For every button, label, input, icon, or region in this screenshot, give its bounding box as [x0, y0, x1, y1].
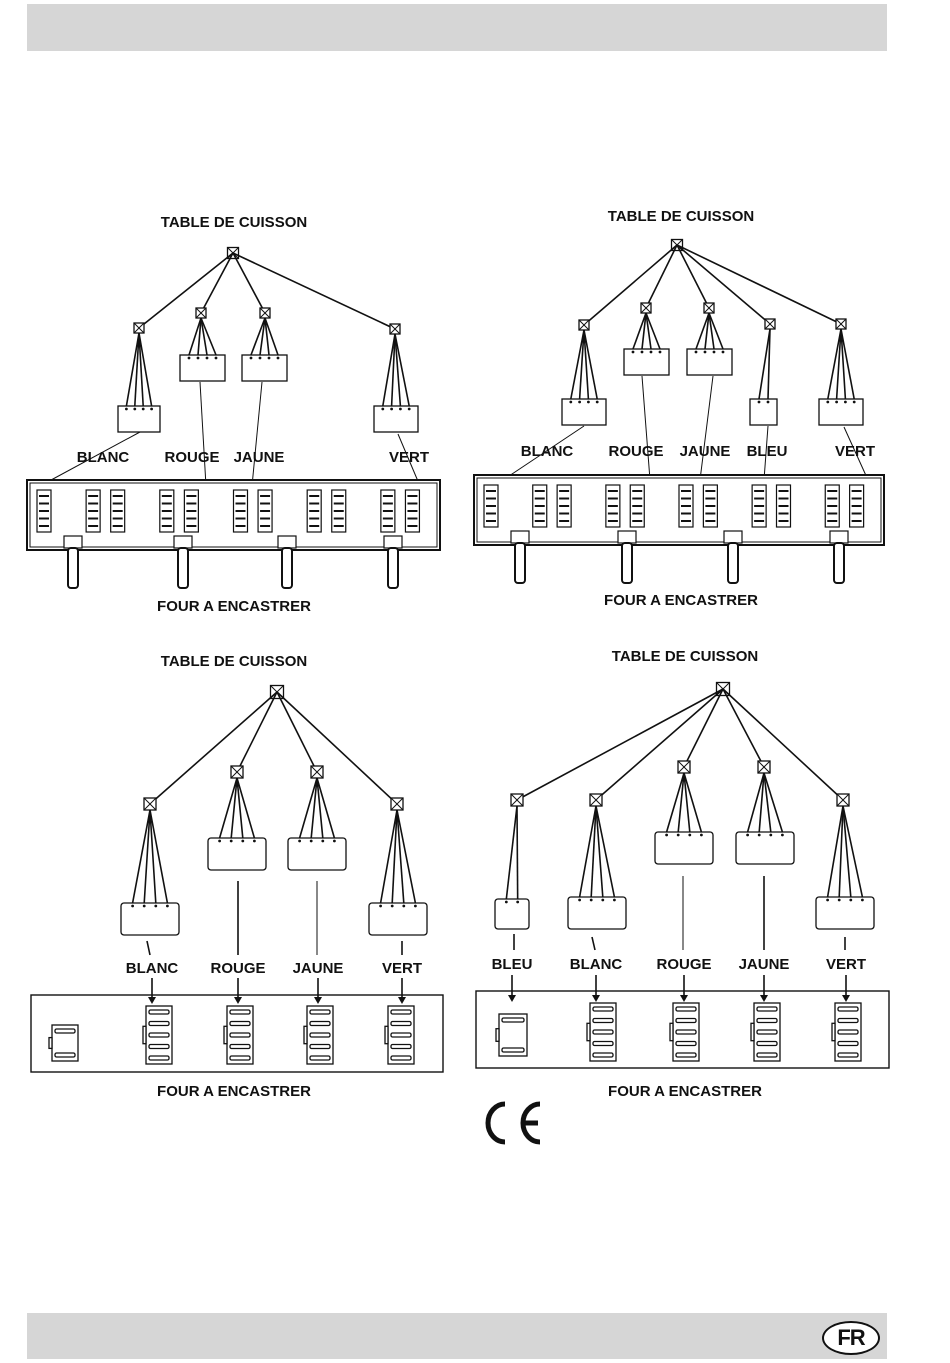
terminal-1: [143, 1006, 172, 1064]
connector-vert: [816, 897, 874, 929]
sub-junction-4: [758, 761, 770, 773]
terminal-3: [304, 1006, 333, 1064]
sub-junction-1: [134, 323, 144, 333]
oven-terminal-board: [474, 475, 884, 583]
sub-junction-5: [837, 794, 849, 806]
connector-blanc: [121, 903, 179, 935]
terminal-1: [587, 1003, 616, 1061]
terminal-3: [751, 1003, 780, 1061]
wire-label-vert: VERT: [835, 443, 875, 460]
wire-label-rouge: ROUGE: [210, 960, 265, 977]
bottom-label: FOUR A ENCASTRER: [608, 1083, 762, 1100]
wire-label-blanc: BLANC: [126, 960, 179, 977]
top-label: TABLE DE CUISSON: [161, 653, 307, 670]
top-label: TABLE DE CUISSON: [608, 208, 754, 225]
diagram-1: TABLE DE CUISSON BLANC ROUGE JAUNE VERT FOUR …: [27, 214, 440, 615]
connector-jaune: [242, 355, 287, 381]
sub-junction-3: [311, 766, 323, 778]
wire-label-jaune: JAUNE: [293, 960, 344, 977]
connector-bleu: [495, 899, 529, 929]
connector-rouge: [655, 832, 713, 864]
terminal-2: [670, 1003, 699, 1061]
connector-vert: [819, 399, 863, 425]
terminal-2: [224, 1006, 253, 1064]
diagram-3: TABLE DE CUISSON BLANC ROUGE JAUNE VERT FOUR …: [31, 653, 443, 1100]
wire-label-vert: VERT: [389, 449, 429, 466]
sub-junction-1: [579, 320, 589, 330]
sub-junction-4: [765, 319, 775, 329]
wire-label-vert: VERT: [382, 960, 422, 977]
wire-label-blanc: BLANC: [570, 956, 623, 973]
diagram-4: TABLE DE CUISSON BLEU BLANC ROUGE JAUNE VERT F…: [476, 648, 889, 1100]
wire-label-blanc: BLANC: [77, 449, 130, 466]
terminal-4: [385, 1006, 414, 1064]
wire-label-vert: VERT: [826, 956, 866, 973]
wire-label-rouge: ROUGE: [608, 443, 663, 460]
sub-junction-2: [231, 766, 243, 778]
wire-label-rouge: ROUGE: [656, 956, 711, 973]
sub-junction-4: [390, 324, 400, 334]
terminal-small: [49, 1025, 78, 1061]
oven-terminal-board: [27, 480, 440, 588]
wire-label-jaune: JAUNE: [234, 449, 285, 466]
connector-jaune: [288, 838, 346, 870]
bottom-label: FOUR A ENCASTRER: [157, 598, 311, 615]
diagram-2: TABLE DE CUISSON BLANC ROUGE JAUNE BLEU VERT F…: [474, 208, 884, 609]
connector-vert: [374, 406, 418, 432]
ce-mark: [488, 1104, 540, 1142]
connector-jaune: [736, 832, 794, 864]
connector-jaune: [687, 349, 732, 375]
connector-blanc: [118, 406, 160, 432]
connector-blanc: [562, 399, 606, 425]
connector-vert: [369, 903, 427, 935]
sub-junction-3: [678, 761, 690, 773]
top-label: TABLE DE CUISSON: [612, 648, 758, 665]
sub-junction-2: [196, 308, 206, 318]
top-label: TABLE DE CUISSON: [161, 214, 307, 231]
wire-label-bleu: BLEU: [492, 956, 533, 973]
connector-blanc: [568, 897, 626, 929]
sub-junction-3: [704, 303, 714, 313]
connector-rouge: [624, 349, 669, 375]
wire-label-jaune: JAUNE: [680, 443, 731, 460]
wire-label-jaune: JAUNE: [739, 956, 790, 973]
wire-label-rouge: ROUGE: [164, 449, 219, 466]
connector-bleu: [750, 399, 777, 425]
wire-label-blanc: BLANC: [521, 443, 574, 460]
terminal-small: [496, 1014, 527, 1056]
bottom-label: FOUR A ENCASTRER: [157, 1083, 311, 1100]
sub-junction-5: [836, 319, 846, 329]
terminal-4: [832, 1003, 861, 1061]
sub-junction-2: [641, 303, 651, 313]
connector-rouge: [180, 355, 225, 381]
sub-junction-4: [391, 798, 403, 810]
sub-junction-1: [144, 798, 156, 810]
bottom-label: FOUR A ENCASTRER: [604, 592, 758, 609]
sub-junction-3: [260, 308, 270, 318]
sub-junction-1: [511, 794, 523, 806]
wire-label-bleu: BLEU: [747, 443, 788, 460]
connector-rouge: [208, 838, 266, 870]
sub-junction-2: [590, 794, 602, 806]
